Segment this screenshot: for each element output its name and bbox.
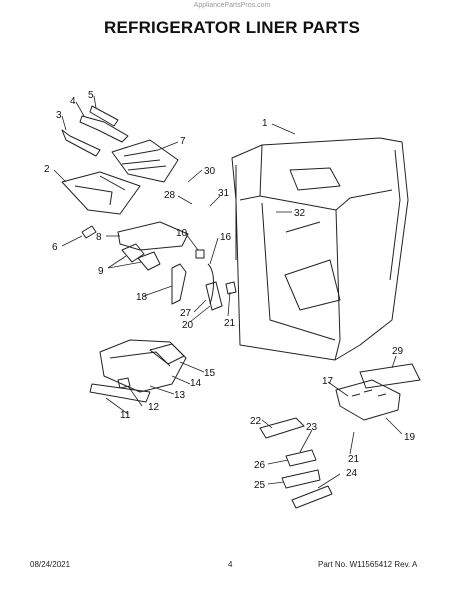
bracket-part: [89, 105, 119, 127]
callout-label: 22: [250, 416, 262, 427]
callout-label: 19: [404, 432, 416, 443]
callout-label: 27: [180, 308, 192, 319]
clip-part: [225, 281, 237, 295]
callout-label: 14: [190, 378, 202, 389]
sensor-part: [285, 449, 317, 467]
callout-label: 2: [44, 164, 50, 175]
callout-label: 5: [88, 90, 94, 101]
fan-cover-part: [111, 139, 179, 183]
callout-label: 7: [180, 136, 186, 147]
bracket-part: [61, 129, 101, 157]
callout-label: 26: [254, 460, 266, 471]
callout-label: 4: [70, 96, 76, 107]
callout-label: 12: [148, 402, 160, 413]
callout-label: 9: [98, 266, 104, 277]
callout-label: 21: [348, 454, 360, 465]
lamp-cover-part: [61, 171, 141, 215]
watermark: AppliancePartsPros.com: [193, 2, 271, 9]
callout-label: 16: [220, 232, 232, 243]
heater-part: [291, 485, 333, 509]
callout-label: 13: [174, 390, 186, 401]
filter-part: [205, 281, 223, 311]
sensor-part: [281, 469, 321, 489]
callout-label: 31: [218, 188, 230, 199]
callout-label: 20: [182, 320, 194, 331]
callout-label: 17: [322, 376, 334, 387]
callout-label: 18: [136, 292, 148, 303]
crisper-part: [89, 339, 187, 403]
tube-part: [171, 263, 187, 305]
callout-label: 25: [254, 480, 266, 491]
screw-part: [81, 225, 97, 239]
callout-label: 3: [56, 110, 62, 121]
page-title: REFRIGERATOR LINER PARTS: [103, 18, 361, 37]
footer-date: 08/24/2021: [30, 560, 71, 569]
damper-part: [121, 243, 161, 271]
callout-label: 30: [204, 166, 216, 177]
callout-label: 29: [392, 346, 404, 357]
liner-part: [231, 137, 409, 361]
callout-label: 15: [204, 368, 216, 379]
callout-label: 10: [176, 228, 188, 239]
callout-label: 8: [96, 232, 102, 243]
housing-part: [117, 221, 189, 251]
callout-label: 23: [306, 422, 318, 433]
callout-label: 6: [52, 242, 58, 253]
thermistor-assembly-part: [335, 363, 421, 421]
bracket-part: [259, 417, 305, 439]
callout-label: 21: [224, 318, 236, 329]
footer-part-number: Part No. W11565412 Rev. A: [318, 560, 418, 569]
callout-label: 1: [262, 118, 268, 129]
footer-page-number: 4: [228, 560, 233, 569]
clip-part: [195, 249, 205, 259]
callout-label: 24: [346, 468, 358, 479]
bracket-part: [79, 115, 129, 143]
callout-label: 28: [164, 190, 176, 201]
callout-label: 32: [294, 208, 306, 219]
callout-label: 11: [120, 410, 131, 421]
